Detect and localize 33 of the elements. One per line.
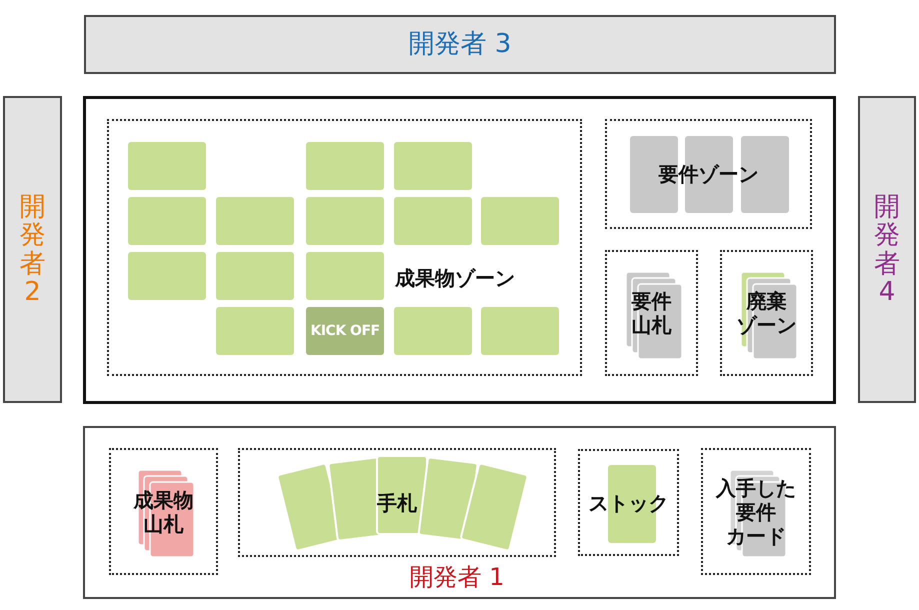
player-area [83, 426, 836, 599]
card [306, 307, 384, 355]
card [128, 142, 206, 190]
zone-label: ストック [588, 490, 668, 514]
zone-label: 要件山札 [632, 289, 672, 337]
card [481, 197, 559, 245]
zone-label: 入手した要件カード [716, 476, 796, 548]
player-bar [84, 15, 836, 74]
game-board [83, 96, 836, 404]
zone-label: 成果物山札 [134, 488, 194, 536]
zone-label: 要件ゾーン [658, 162, 758, 186]
card [216, 307, 294, 355]
player-label: 開発者 4 [874, 192, 900, 307]
player-bar [858, 96, 916, 403]
card [216, 197, 294, 245]
player-label: 開発者 2 [20, 192, 46, 307]
card [128, 197, 206, 245]
card [481, 307, 559, 355]
card [394, 142, 472, 190]
zone-label: 廃棄ゾーン [736, 289, 796, 337]
card [306, 142, 384, 190]
card [216, 252, 294, 300]
player-bar [3, 96, 62, 403]
card [128, 252, 206, 300]
card [306, 252, 384, 300]
zone-label: 成果物ゾーン [395, 266, 515, 290]
card [306, 197, 384, 245]
zone-area [107, 119, 582, 376]
zone-label: 手札 [377, 490, 417, 514]
card-label: KICK OFF [310, 322, 380, 340]
card [394, 307, 472, 355]
player-label: 開発者 3 [408, 29, 512, 60]
card [394, 197, 472, 245]
